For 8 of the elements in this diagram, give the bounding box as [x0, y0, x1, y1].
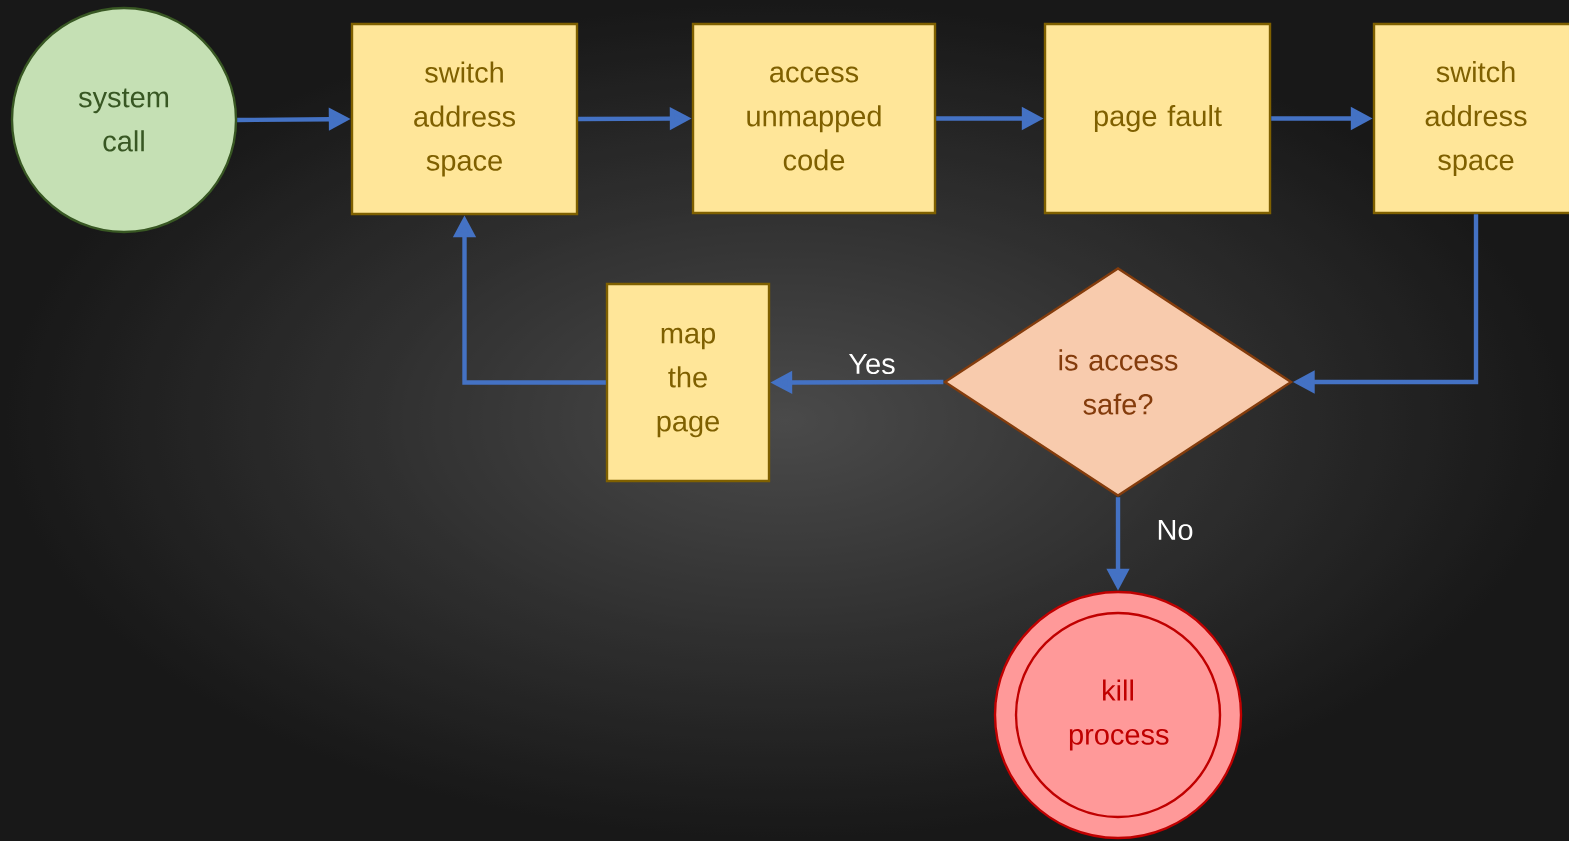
process-box: map the page [605, 282, 771, 483]
process-box: switch address space [350, 22, 579, 216]
process-box: access unmapped code [691, 22, 937, 215]
edge-label: No [1158, 519, 1193, 541]
edge-label: Yes [849, 353, 895, 375]
process-box: switch address space [1372, 22, 1569, 215]
circle-node: system call [10, 6, 238, 234]
process-box: page fault [1043, 22, 1272, 215]
